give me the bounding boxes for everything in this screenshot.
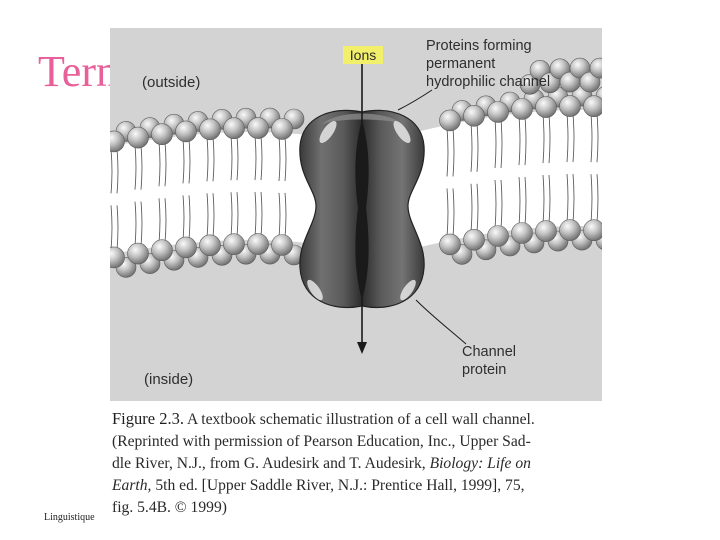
lipid-head	[152, 124, 173, 145]
caption-line-4: Earth, 5th ed. [Upper Saddle River, N.J.…	[112, 475, 602, 497]
lipid-head	[464, 229, 485, 250]
lipid-head	[560, 220, 581, 241]
inside-label: (inside)	[144, 371, 193, 388]
caption-line-5: fig. 5.4B. © 1999)	[112, 497, 602, 519]
lipid-head	[512, 223, 533, 244]
caption-line-2: (Reprinted with permission of Pearson Ed…	[112, 431, 602, 453]
book-title-part1: Biology: Life on	[430, 455, 531, 472]
caption-line-1: Figure 2.3. A textbook schematic illustr…	[112, 408, 602, 431]
figure-number: Figure 2.3.	[112, 409, 184, 428]
figure-title: A textbook schematic illustration of a c…	[184, 411, 535, 428]
lipid-head	[584, 220, 603, 241]
lipid-head	[272, 119, 293, 140]
lipid-head	[560, 96, 581, 117]
caption-line-3: dle River, N.J., from G. Audesirk and T.…	[112, 453, 602, 475]
lipid-head	[584, 96, 603, 117]
proteins-label-line3: hydrophilic channel	[426, 74, 550, 90]
lipid-head	[128, 243, 149, 264]
lipid-head	[152, 240, 173, 261]
outside-label: (outside)	[142, 74, 200, 91]
membrane-diagram: Ions (outside) (inside) Proteins forming…	[110, 28, 602, 401]
book-title-part2: Earth,	[112, 477, 151, 494]
lipid-head	[536, 221, 557, 242]
lipid-head	[248, 118, 269, 139]
channel-label-line2: protein	[462, 362, 506, 378]
channel-label-line1: Channel	[462, 344, 516, 360]
lipid-head	[488, 226, 509, 247]
lipid-head	[440, 110, 461, 131]
lipid-head	[440, 234, 461, 255]
lipid-head	[128, 127, 149, 148]
lipid-head	[512, 99, 533, 120]
ions-label: Ions	[350, 47, 376, 63]
figure-caption: Figure 2.3. A textbook schematic illustr…	[112, 408, 602, 519]
lipid-head	[224, 234, 245, 255]
cell-membrane-figure: Ions (outside) (inside) Proteins forming…	[110, 28, 602, 401]
lipid-head	[176, 121, 197, 142]
lipid-head	[200, 119, 221, 140]
lipid-head	[488, 102, 509, 123]
caption-line-3a: dle River, N.J., from G. Audesirk and T.…	[112, 455, 430, 472]
lipid-head	[536, 97, 557, 118]
proteins-label-line2: permanent	[426, 56, 495, 72]
lipid-head	[464, 105, 485, 126]
lipid-head	[224, 118, 245, 139]
lipid-head	[272, 235, 293, 256]
caption-line-4b: 5th ed. [Upper Saddle River, N.J.: Prent…	[151, 477, 524, 494]
lipid-head	[176, 237, 197, 258]
lipid-head	[200, 235, 221, 256]
lipid-head	[248, 234, 269, 255]
proteins-label-line1: Proteins forming	[426, 38, 532, 54]
footer-label: Linguistique	[44, 512, 95, 523]
